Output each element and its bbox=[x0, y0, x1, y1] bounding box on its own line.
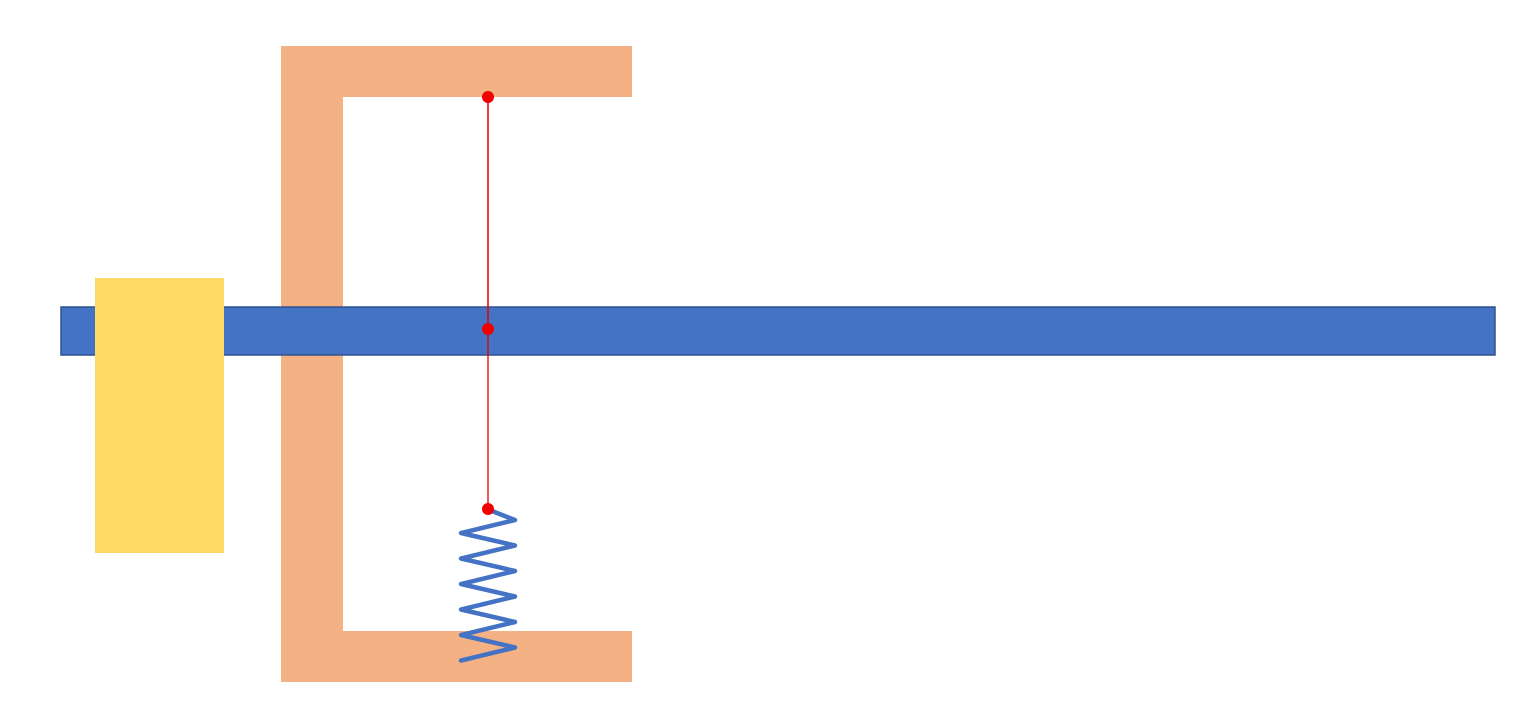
horizontal-rod bbox=[60, 306, 1496, 356]
c-frame bbox=[281, 46, 632, 682]
contact-point-rod bbox=[482, 323, 494, 335]
frame-bottom-arm bbox=[281, 631, 632, 682]
anchor-point-top bbox=[482, 91, 494, 103]
sliding-block bbox=[95, 278, 224, 553]
spring-attach-point bbox=[482, 503, 494, 515]
spring bbox=[458, 508, 518, 663]
frame-vertical-bar bbox=[281, 46, 343, 682]
